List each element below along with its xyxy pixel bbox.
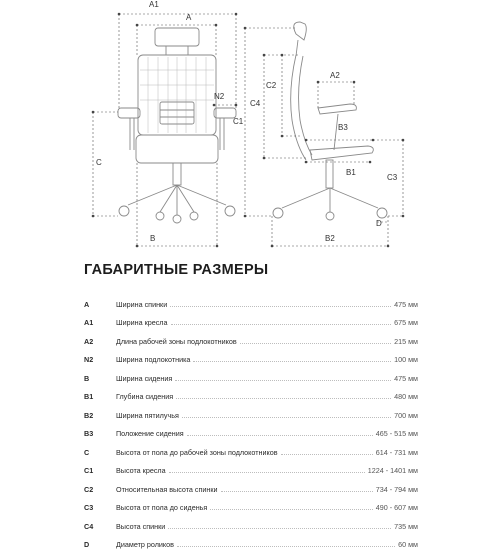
dim-label-A1: A1 — [149, 0, 159, 9]
spec-value: 734 - 794 мм — [373, 485, 418, 494]
dim-label-C2: C2 — [266, 81, 277, 90]
spec-value: 675 мм — [391, 318, 418, 327]
front-view-chair — [118, 28, 236, 223]
spec-label: Диаметр роликов — [116, 540, 177, 549]
spec-value: 735 мм — [391, 522, 418, 531]
dim-label-D: D — [376, 219, 382, 228]
leader-dots — [177, 546, 395, 547]
spec-label: Глубина сидения — [116, 392, 176, 401]
spec-code: C1 — [84, 466, 116, 475]
leader-dots — [176, 398, 391, 399]
leader-dots — [193, 361, 391, 362]
spec-label: Ширина пятилучья — [116, 411, 182, 420]
leader-dots — [281, 454, 373, 455]
spec-value: 60 мм — [395, 540, 418, 549]
spec-value: 215 мм — [391, 337, 418, 346]
leader-dots — [175, 380, 391, 381]
spec-label: Ширина подлокотника — [116, 355, 193, 364]
leader-dots — [221, 491, 373, 492]
leader-dots — [187, 435, 373, 436]
dim-label-C: C — [96, 158, 102, 167]
section-title: ГАБАРИТНЫЕ РАЗМЕРЫ — [84, 262, 268, 278]
spec-label: Ширина сидения — [116, 374, 175, 383]
spec-label: Высота от пола до рабочей зоны подлокотн… — [116, 448, 281, 457]
spec-label: Высота спинки — [116, 522, 168, 531]
spec-value: 700 мм — [391, 411, 418, 420]
spec-code: A1 — [84, 318, 116, 327]
spec-label: Относительная высота спинки — [116, 485, 221, 494]
spec-value: 475 мм — [391, 300, 418, 309]
dim-label-B2: B2 — [325, 234, 335, 243]
chair-dimension-drawing: A1 A N2 C B — [0, 0, 500, 255]
side-view-chair — [273, 22, 387, 220]
spec-label: Ширина спинки — [116, 300, 170, 309]
leader-dots — [169, 472, 365, 473]
spec-code: B — [84, 374, 116, 383]
spec-value: 614 - 731 мм — [373, 448, 418, 457]
dim-label-C4: C4 — [250, 99, 261, 108]
spec-code: B1 — [84, 392, 116, 401]
spec-code: N2 — [84, 355, 116, 364]
spec-code: C4 — [84, 522, 116, 531]
spec-value: 475 мм — [391, 374, 418, 383]
spec-code: B2 — [84, 411, 116, 420]
spec-label: Длина рабочей зоны подлокотников — [116, 337, 240, 346]
dim-label-A2: A2 — [330, 71, 340, 80]
dim-label-N2: N2 — [214, 92, 225, 101]
leader-dots — [171, 324, 392, 325]
spec-value: 465 - 515 мм — [373, 429, 418, 438]
dim-label-C1: C1 — [233, 117, 244, 126]
dim-label-C3: C3 — [387, 173, 398, 182]
leader-dots — [170, 306, 391, 307]
spec-code: C3 — [84, 503, 116, 512]
spec-label: Положение сидения — [116, 429, 187, 438]
spec-code: B3 — [84, 429, 116, 438]
spec-code: A — [84, 300, 116, 309]
leader-dots — [240, 343, 391, 344]
leader-dots — [182, 417, 391, 418]
leader-dots — [168, 528, 391, 529]
dim-label-B3: B3 — [338, 123, 348, 132]
dim-label-B: B — [150, 234, 155, 243]
spec-value: 490 - 607 мм — [373, 503, 418, 512]
dim-label-B1: B1 — [346, 168, 356, 177]
leader-dots — [210, 509, 372, 510]
spec-code: D — [84, 540, 116, 549]
spec-label: Ширина кресла — [116, 318, 171, 327]
spec-label: Высота кресла — [116, 466, 169, 475]
spec-value: 480 мм — [391, 392, 418, 401]
spec-code: C2 — [84, 485, 116, 494]
spec-code: C — [84, 448, 116, 457]
spec-code: A2 — [84, 337, 116, 346]
spec-value: 1224 - 1401 мм — [365, 466, 418, 475]
dim-label-A: A — [186, 13, 192, 22]
spec-label: Высота от пола до сиденья — [116, 503, 210, 512]
spec-value: 100 мм — [391, 355, 418, 364]
